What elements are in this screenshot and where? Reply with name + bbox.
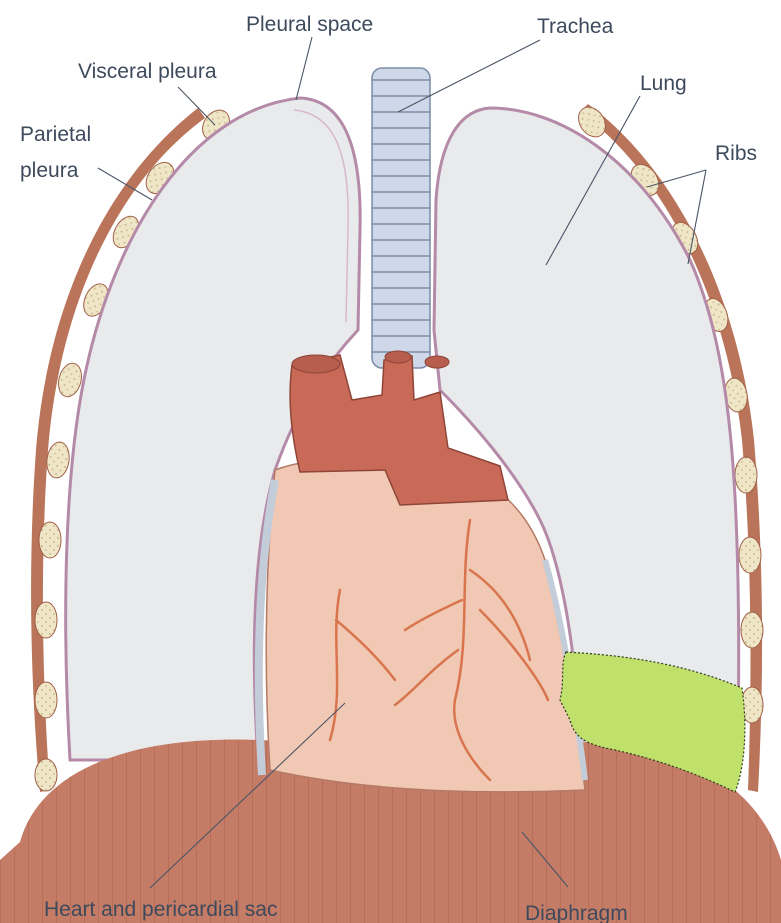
label-diaphragm: Diaphragm [525, 902, 628, 923]
label-trachea: Trachea [537, 15, 614, 38]
label-pleural-space: Pleural space [246, 13, 373, 36]
label-visceral-pleura: Visceral pleura [78, 60, 217, 83]
label-ribs: Ribs [715, 142, 757, 165]
label-parietal-pleura-line2: pleura [20, 159, 79, 182]
label-heart-pericardial-sac: Heart and pericardial sac [44, 898, 277, 921]
label-parietal-pleura-line1: Parietal [20, 123, 91, 146]
trachea [372, 68, 430, 368]
label-lung: Lung [640, 72, 687, 95]
